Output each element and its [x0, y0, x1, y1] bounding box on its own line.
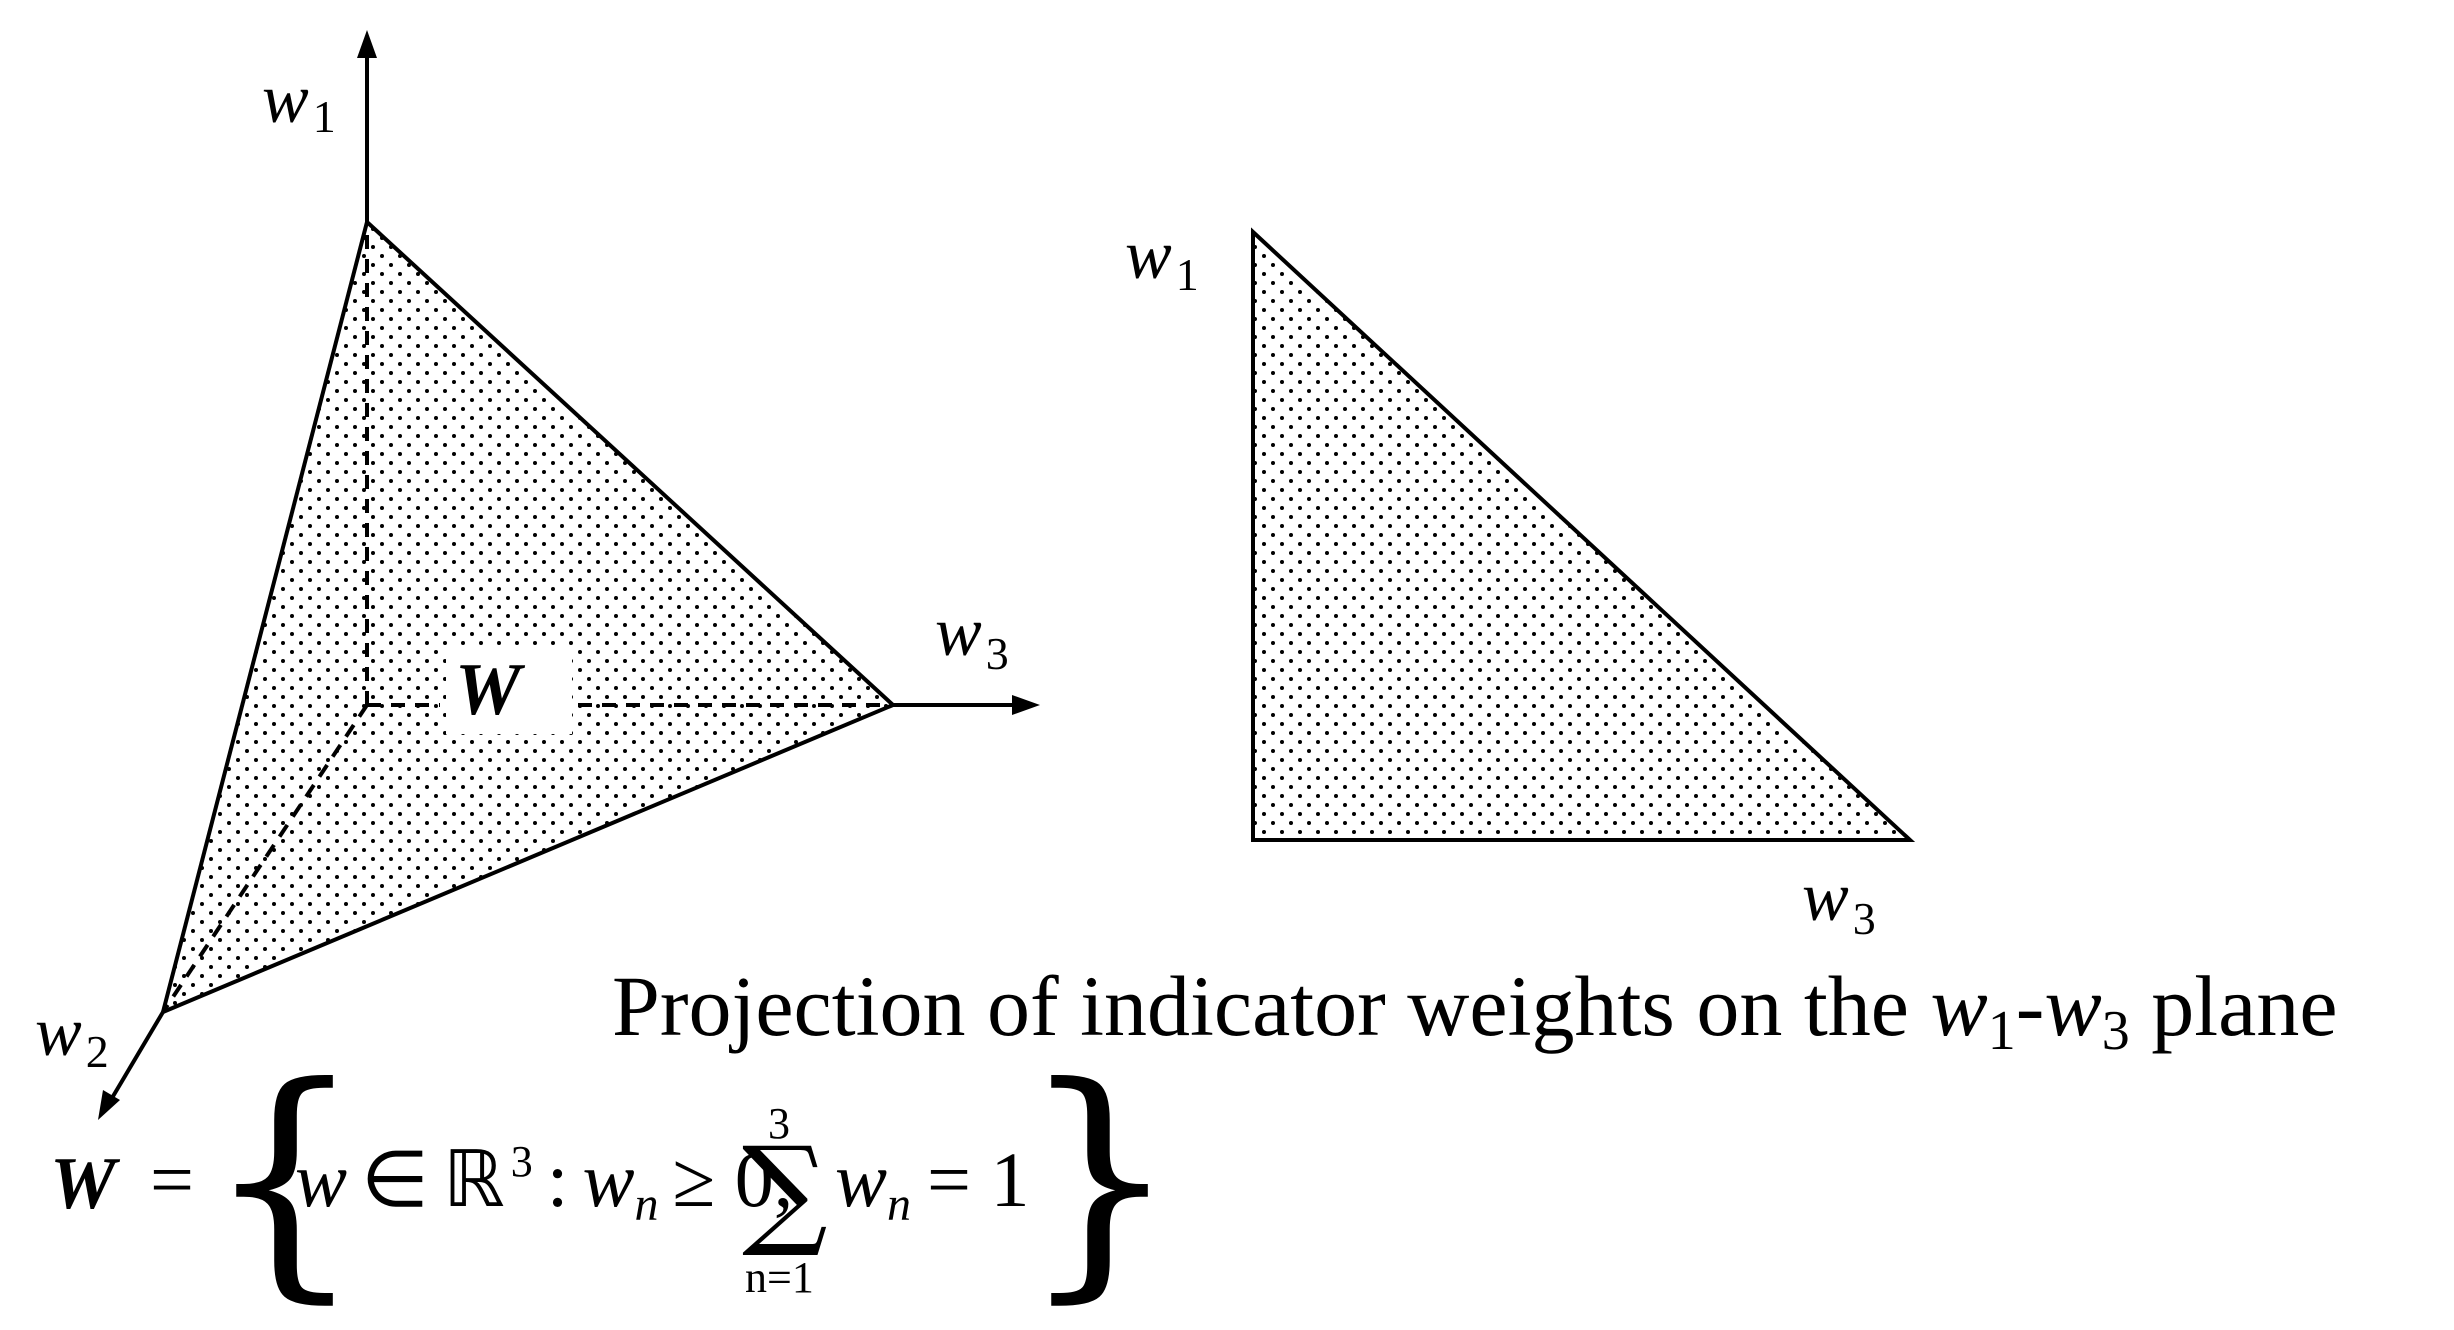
projection-triangle-group: w1 w3: [1125, 217, 1916, 944]
axis-w3-arrowhead: [1012, 695, 1040, 715]
formula-sum-upper: 3: [768, 1099, 790, 1148]
formula-set-name: W: [50, 1143, 121, 1225]
axis-w3-label: w3: [935, 594, 1009, 679]
projection-corner-w3-label: w3: [1802, 859, 1876, 944]
simplex-edge-w1-w3: [365, 220, 895, 707]
simplex-region: [163, 222, 893, 1012]
projection-corner-w1-label: w1: [1125, 217, 1199, 300]
formula-equals: =: [150, 1136, 194, 1223]
formula-sum-body: wn= 1: [835, 1136, 1030, 1231]
region-label: W: [455, 649, 526, 731]
hidden-axis-w2: [161, 703, 369, 1014]
formula-sum-symbol: ∑: [742, 1122, 828, 1261]
axis-w2-arrowhead: [98, 1090, 120, 1120]
simplex-edge-w2-w1: [161, 221, 369, 1013]
simplex-edge-w3-w2: [162, 703, 894, 1014]
formula-sum-lower: n=1: [745, 1253, 814, 1302]
projection-caption: Projection of indicator weights on the w…: [612, 958, 2338, 1062]
axis-w2-label: w2: [35, 994, 109, 1077]
projection-region: [1251, 227, 1916, 842]
formula-left-brace: {: [205, 1033, 364, 1324]
axis-w2-line: [110, 1010, 165, 1100]
formula-right-brace: }: [1020, 1033, 1179, 1324]
region-label-backdrop: [446, 648, 572, 734]
axis-w1-arrowhead: [357, 30, 377, 58]
axis-w1-label: w1: [262, 61, 336, 142]
simplex-3d: W w1 w3 w2: [35, 30, 1040, 1120]
